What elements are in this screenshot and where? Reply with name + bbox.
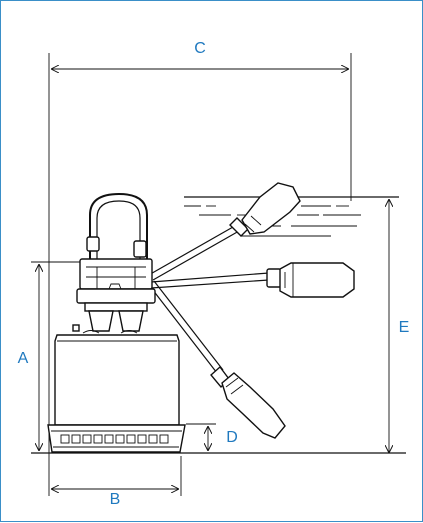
label-d: D [226,429,238,446]
base-vents [60,434,169,444]
pump-body [47,192,186,453]
label-b: B [110,491,121,508]
upper-float [229,182,301,237]
middle-float [266,262,355,298]
dimension-d: D [186,423,238,451]
dimension-b: B [48,456,182,508]
float-switch-cables [146,226,270,374]
dimension-c: C [48,40,352,456]
lower-float [210,365,286,439]
label-c: C [194,40,206,57]
dimension-e: E [389,199,409,453]
label-e: E [399,319,410,336]
label-a: A [18,350,29,367]
